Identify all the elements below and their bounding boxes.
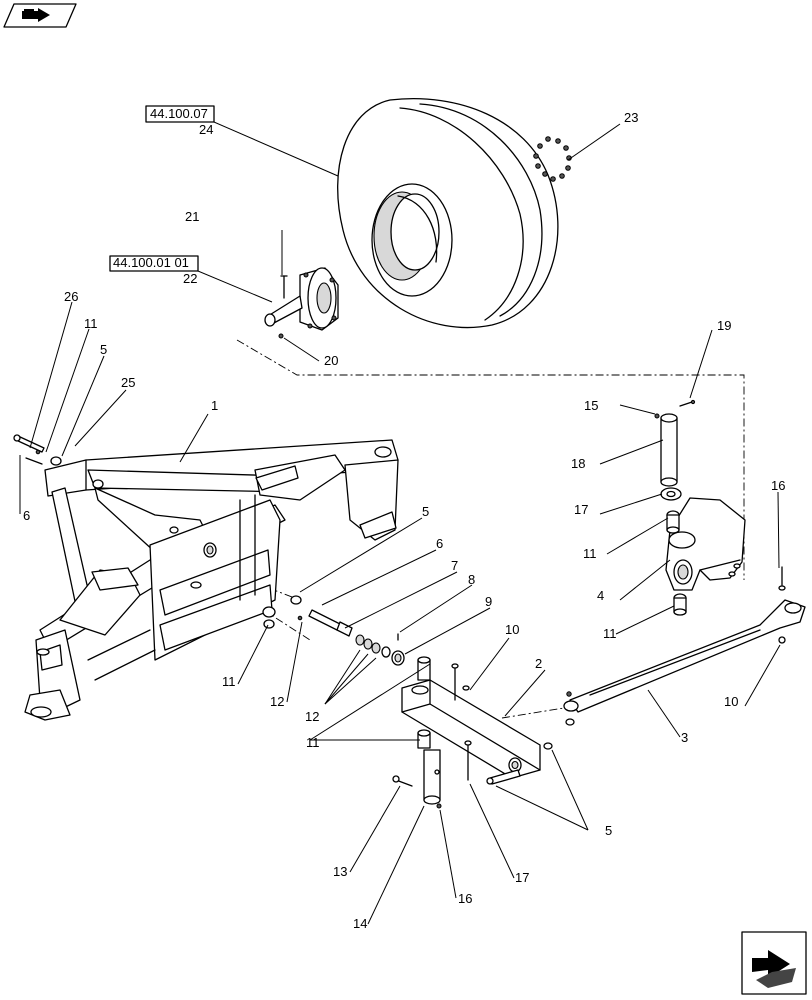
ref-item-number: 22 (183, 271, 197, 286)
callout-19: 18 (571, 456, 585, 471)
pivot-pin-assembly (262, 595, 405, 666)
callout-17: 16 (771, 478, 785, 493)
callout-9: 9 (485, 594, 492, 609)
callout-23: 21 (185, 209, 199, 224)
callout-1: 1 (211, 398, 218, 413)
callout-13: 12 (305, 709, 319, 724)
callout-20: 19 (717, 318, 731, 333)
callout-6: 6 (436, 536, 443, 551)
callout-5: 5 (605, 823, 612, 838)
next-page-arrow-icon[interactable] (741, 931, 807, 995)
wheel-nuts (533, 136, 572, 182)
callout-12: 11 (84, 316, 98, 331)
king-pin (392, 729, 442, 809)
callout-27: 26 (64, 289, 78, 304)
reference-box-hub[interactable]: 44.100.01 01 22 (109, 255, 199, 286)
wheel-tire (337, 98, 559, 329)
callout-5: 5 (422, 504, 429, 519)
callout-11: 11 (306, 735, 320, 750)
book-arrow-icon[interactable] (3, 3, 77, 28)
left-pin-parts (13, 434, 62, 466)
ref-code: 44.100.07 (150, 106, 208, 121)
callout-18: 17 (574, 502, 588, 517)
callout-15: 14 (353, 916, 367, 931)
callout-17: 17 (515, 870, 529, 885)
callout-8: 8 (468, 572, 475, 587)
callout-numbers: 1 2 3 4 5 5 5 6 6 7 8 9 10 10 11 11 11 1… (23, 110, 785, 931)
callout-11: 11 (222, 674, 236, 689)
callout-10: 10 (505, 622, 519, 637)
tie-rod (563, 566, 806, 726)
callout-12: 12 (270, 694, 284, 709)
callout-11: 11 (603, 626, 617, 641)
reference-box-wheel[interactable]: 44.100.07 24 (145, 105, 215, 137)
leader-lines (19, 123, 781, 925)
main-frame (24, 439, 399, 721)
callout-16: 15 (584, 398, 598, 413)
callout-25: 23 (624, 110, 638, 125)
callout-4: 4 (597, 588, 604, 603)
callout-2: 2 (535, 656, 542, 671)
callout-6: 6 (23, 508, 30, 523)
wheel-hub (264, 267, 339, 339)
callout-11: 11 (583, 546, 597, 561)
callout-26: 25 (121, 375, 135, 390)
steering-bracket (654, 399, 746, 616)
callout-16: 16 (458, 891, 472, 906)
callout-5: 5 (100, 342, 107, 357)
callout-21: 20 (324, 353, 338, 368)
ref-item-number: 24 (199, 122, 213, 137)
callout-10: 10 (724, 694, 738, 709)
axle-beam (401, 656, 553, 785)
ref-code: 44.100.01 01 (113, 255, 189, 270)
callout-7: 7 (451, 558, 458, 573)
callout-14: 13 (333, 864, 347, 879)
callout-3: 3 (681, 730, 688, 745)
